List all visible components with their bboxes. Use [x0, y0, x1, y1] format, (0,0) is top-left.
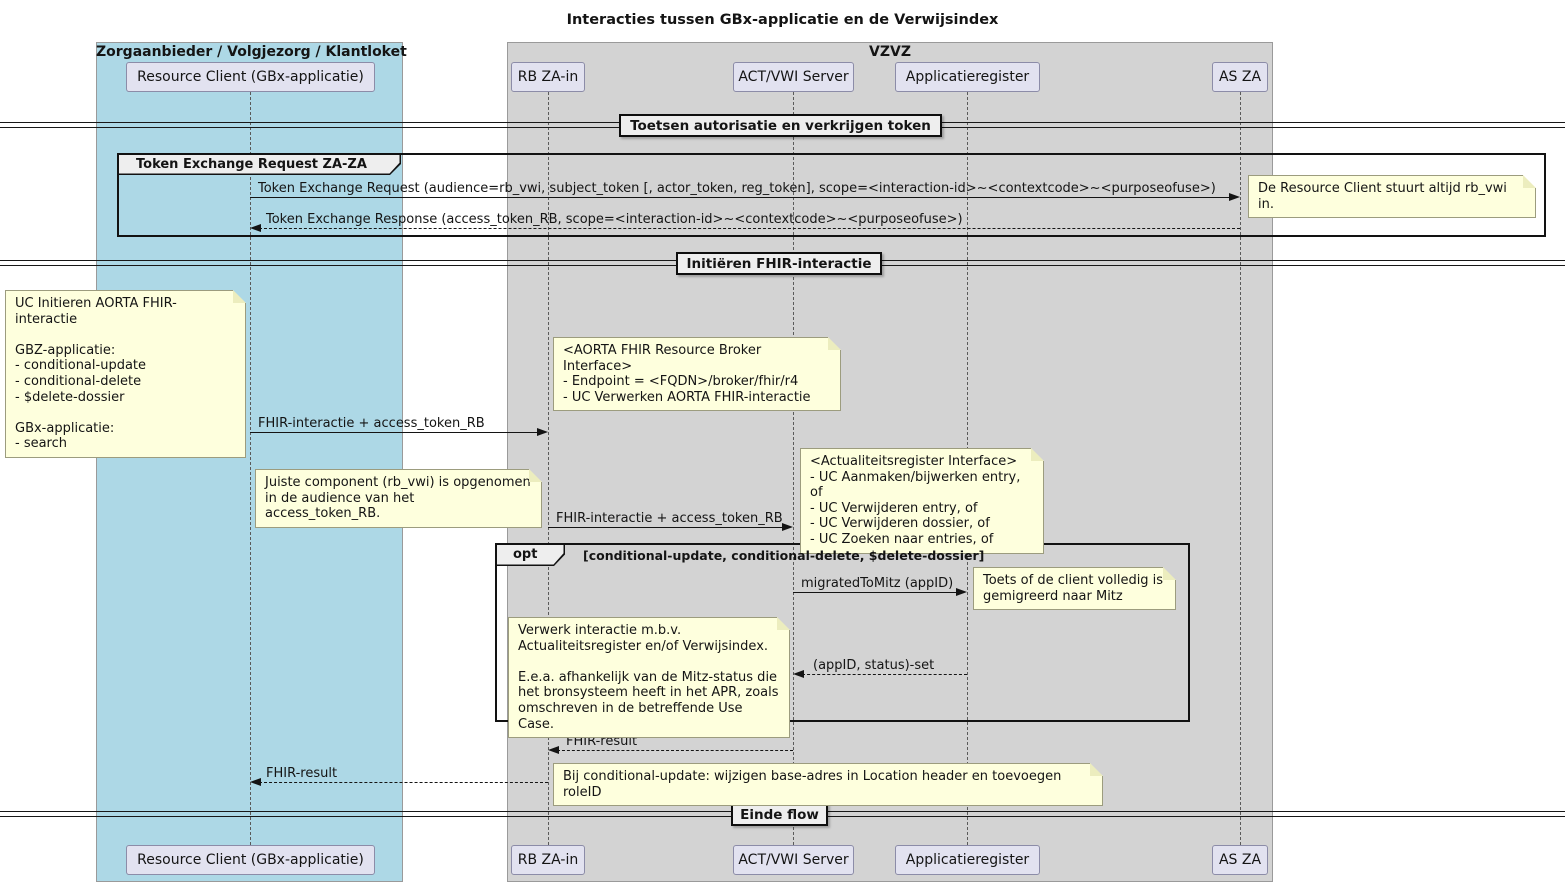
message-migrated-to-mitz: migratedToMitz (appID): [801, 576, 954, 591]
arrowhead-left-icon: [250, 778, 261, 786]
lifeline-rb-za-in: [548, 92, 549, 845]
participant-as-za-top: AS ZA: [1212, 62, 1268, 92]
participant-applicatieregister-bottom: Applicatieregister: [895, 845, 1040, 875]
message-fhir-interactie-2: FHIR-interactie + access_token_RB: [556, 511, 783, 526]
arrowhead-left-icon: [250, 224, 261, 232]
participant-rb-za-in-top: RB ZA-in: [511, 62, 585, 92]
note-aorta-fhir-broker-interface: <AORTA FHIR Resource Broker Interface> -…: [553, 337, 841, 412]
participant-as-za-bottom: AS ZA: [1212, 845, 1268, 875]
participant-resource-client-top: Resource Client (GBx-applicatie): [126, 62, 375, 92]
fragment-token-exchange-header: [119, 155, 401, 175]
note-resource-client-rb-vwi: De Resource Client stuurt altijd rb_vwi …: [1248, 175, 1536, 219]
note-verwerk-interactie: Verwerk interactie m.b.v. Actualiteitsre…: [508, 617, 790, 739]
note-uc-initieren: UC Initieren AORTA FHIR-interactie GBZ-a…: [5, 290, 246, 458]
lifeline-act-vwi-server: [793, 92, 794, 845]
participant-applicatieregister-top: Applicatieregister: [895, 62, 1040, 92]
note-bij-conditional-update: Bij conditional-update: wijzigen base-ad…: [553, 763, 1103, 807]
arrowhead-right-icon: [1229, 193, 1240, 201]
message-fhir-interactie-1-line: [250, 432, 539, 433]
fragment-opt-header: [497, 545, 565, 566]
actor-box-zorgaanbieder: [96, 42, 403, 882]
divider-initieren-fhir: Initiëren FHIR-interactie: [676, 252, 882, 275]
actor-box-vzvz-label: VZVZ: [869, 44, 911, 60]
message-appid-status-set: (appID, status)-set: [813, 658, 935, 673]
note-actualiteitsregister-interface: <Actualiteitsregister Interface> - UC Aa…: [800, 448, 1044, 554]
message-fhir-result-1-line: [557, 750, 793, 751]
note-toets-client-mitz: Toets of de client volledig is gemigreer…: [973, 567, 1176, 611]
note-juiste-component: Juiste component (rb_vwi) is opgenomen i…: [255, 469, 542, 528]
arrowhead-right-icon: [956, 588, 967, 596]
divider-einde-flow: Einde flow: [731, 803, 828, 826]
arrowhead-left-icon: [548, 746, 559, 754]
participant-act-vwi-server-top: ACT/VWI Server: [733, 62, 854, 92]
fragment-opt-guard: [conditional-update, conditional-delete,…: [583, 548, 985, 563]
fragment-token-exchange-group: [117, 153, 1546, 237]
message-token-exchange-request: Token Exchange Request (audience=rb_vwi,…: [258, 181, 1216, 196]
fragment-opt-operator: opt: [513, 547, 538, 562]
message-fhir-result-2-line: [259, 782, 548, 783]
message-fhir-interactie-1: FHIR-interactie + access_token_RB: [258, 416, 485, 431]
arrowhead-right-icon: [782, 523, 793, 531]
participant-rb-za-in-bottom: RB ZA-in: [511, 845, 585, 875]
fragment-token-exchange-label: Token Exchange Request ZA-ZA: [136, 157, 367, 172]
arrowhead-right-icon: [537, 428, 548, 436]
message-fhir-result-2: FHIR-result: [266, 766, 338, 781]
message-fhir-interactie-2-line: [548, 527, 784, 528]
lifeline-resource-client: [250, 92, 251, 845]
message-token-exchange-response-line: [259, 228, 1240, 229]
message-token-exchange-request-line: [250, 197, 1231, 198]
lifeline-as-za: [1240, 92, 1241, 845]
message-migrated-to-mitz-line: [793, 592, 958, 593]
actor-box-zorgaanbieder-label: Zorgaanbieder / Volgjezorg / Klantloket: [96, 44, 407, 60]
arrowhead-left-icon: [793, 670, 804, 678]
diagram-title: Interacties tussen GBx-applicatie en de …: [566, 12, 999, 28]
participant-resource-client-bottom: Resource Client (GBx-applicatie): [126, 845, 375, 875]
divider-toetsen-autorisatie: Toetsen autorisatie en verkrijgen token: [619, 114, 942, 137]
message-appid-status-set-line: [802, 674, 967, 675]
participant-act-vwi-server-bottom: ACT/VWI Server: [733, 845, 854, 875]
message-token-exchange-response: Token Exchange Response (access_token_RB…: [266, 212, 963, 227]
